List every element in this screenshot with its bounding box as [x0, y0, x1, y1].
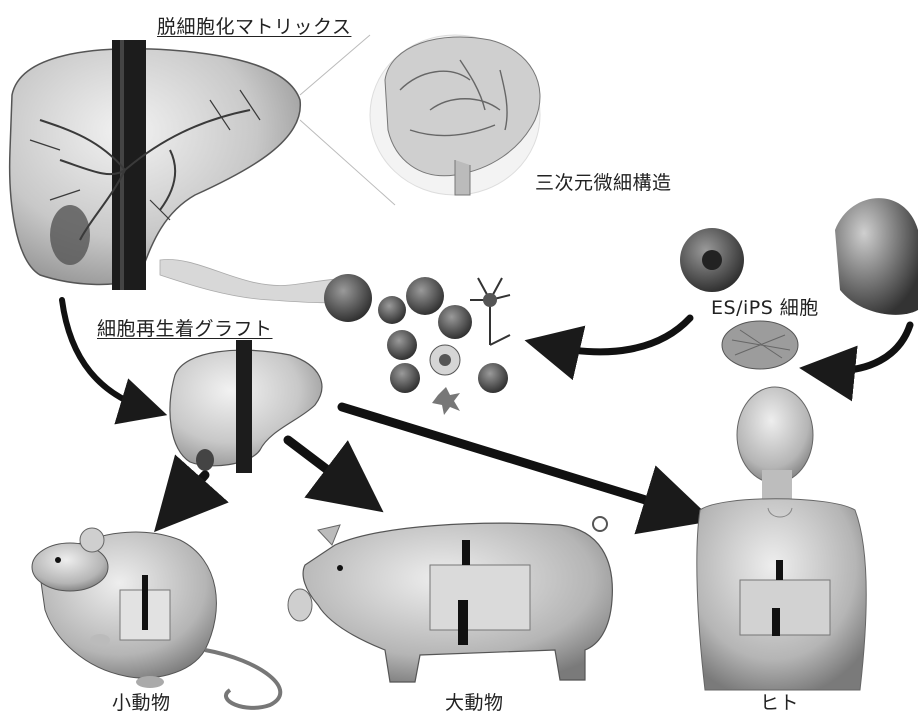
human-illustration — [697, 387, 866, 690]
label-small-animal: 小動物 — [112, 688, 171, 715]
differentiated-cells — [324, 274, 510, 415]
label-human: ヒト — [760, 688, 799, 715]
rat-illustration — [32, 528, 280, 708]
label-graft: 細胞再生着グラフト — [97, 314, 273, 341]
decellularized-liver — [10, 40, 301, 290]
es-ips-cells — [680, 198, 918, 369]
label-large-animal: 大動物 — [445, 688, 504, 715]
label-es-ips: ES/iPS 細胞 — [711, 293, 819, 320]
label-micro-structure: 三次元微細構造 — [535, 168, 672, 195]
label-decell-matrix: 脱細胞化マトリックス — [157, 12, 351, 39]
pig-illustration — [288, 517, 612, 682]
